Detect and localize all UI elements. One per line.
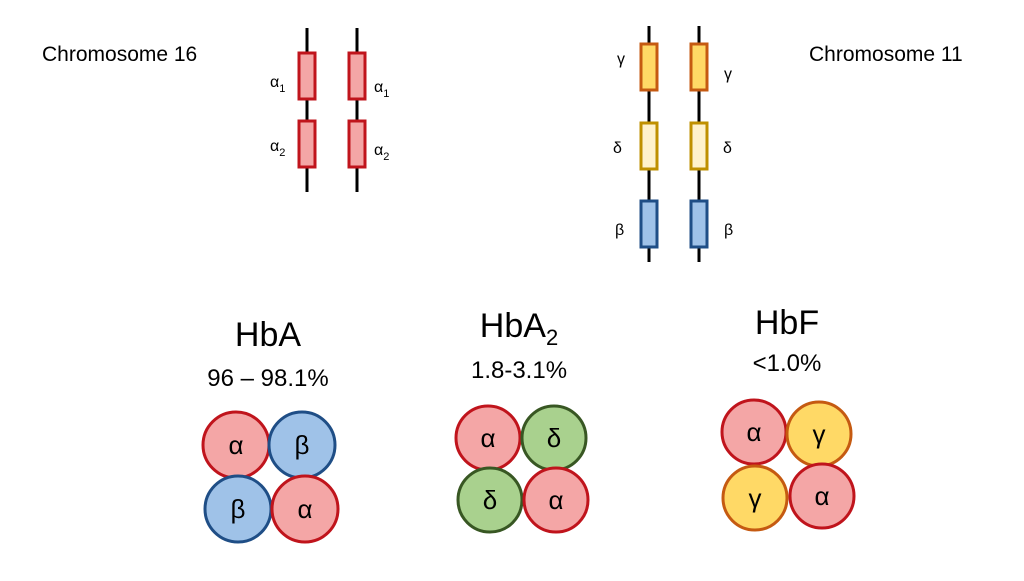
alpha1-gene-label-right: α1 <box>374 79 389 100</box>
delta-gene-label-right: δ <box>723 140 732 157</box>
svg-text:δ: δ <box>547 423 561 453</box>
svg-text:β: β <box>231 494 246 524</box>
hbf-subunit-alpha-top: α <box>720 398 788 466</box>
hba2-subunit-alpha-bottom: α <box>522 466 590 534</box>
hba2-subunit-delta-top: δ <box>520 404 588 472</box>
svg-text:β: β <box>295 430 310 460</box>
hba2-subunit-alpha-top: α <box>454 404 522 472</box>
delta-gene-label-left: δ <box>613 140 622 157</box>
alpha1-gene-right <box>347 51 367 101</box>
svg-text:α: α <box>297 494 312 524</box>
alpha1-gene-left <box>297 51 317 101</box>
svg-text:α: α <box>480 423 495 453</box>
chromosome-11-pair: γ γ δ δ β β <box>613 26 733 262</box>
svg-text:α: α <box>228 430 243 460</box>
chromosome-16-label: Chromosome 16 <box>42 43 197 66</box>
hba-percent: 96 – 98.1% <box>207 365 328 392</box>
svg-text:γ: γ <box>749 483 762 513</box>
alpha2-gene-left <box>297 119 317 169</box>
svg-text:γ: γ <box>813 419 826 449</box>
hba-subunit-beta-top: β <box>267 410 337 480</box>
svg-text:δ: δ <box>483 485 497 515</box>
gamma-gene-label-right: γ <box>724 66 732 83</box>
hbf-percent: <1.0% <box>753 350 822 377</box>
hbf-subunit-alpha-bottom: α <box>788 462 856 530</box>
svg-text:α: α <box>548 485 563 515</box>
chromosome-16-pair: α1 α1 α2 α2 <box>270 28 389 192</box>
beta-gene-right <box>689 199 709 249</box>
beta-gene-left <box>639 199 659 249</box>
alpha1-gene-label-left: α1 <box>270 74 285 95</box>
delta-gene-right <box>689 121 709 171</box>
hba2-title: HbA2 <box>480 307 558 350</box>
alpha2-gene-label-left: α2 <box>270 138 285 159</box>
chromosome-11-label: Chromosome 11 <box>809 43 963 66</box>
gamma-gene-right <box>689 42 709 92</box>
gamma-gene-label-left: γ <box>617 51 625 68</box>
svg-text:α: α <box>814 481 829 511</box>
beta-gene-label-right: β <box>724 222 733 239</box>
hba2-group: HbA2 1.8-3.1% α δ δ α <box>454 307 590 534</box>
hbf-group: HbF <1.0% α γ γ α <box>720 304 856 532</box>
hba2-subunit-delta-bottom: δ <box>456 466 524 534</box>
gamma-gene-left <box>639 42 659 92</box>
hba-subunit-alpha-top: α <box>201 410 271 480</box>
hba-subunit-alpha-bottom: α <box>270 474 340 544</box>
hba-group: HbA 96 – 98.1% α β β α <box>201 316 340 544</box>
hba-subunit-beta-bottom: β <box>203 474 273 544</box>
beta-gene-label-left: β <box>615 222 624 239</box>
svg-text:α: α <box>746 417 761 447</box>
hbf-title: HbF <box>755 304 819 342</box>
hbf-subunit-gamma-bottom: γ <box>721 464 789 532</box>
hba2-percent: 1.8-3.1% <box>471 357 567 384</box>
delta-gene-left <box>639 121 659 171</box>
hbf-subunit-gamma-top: γ <box>785 400 853 468</box>
alpha2-gene-label-right: α2 <box>374 142 389 163</box>
hba-title: HbA <box>235 316 301 354</box>
alpha2-gene-right <box>347 119 367 169</box>
